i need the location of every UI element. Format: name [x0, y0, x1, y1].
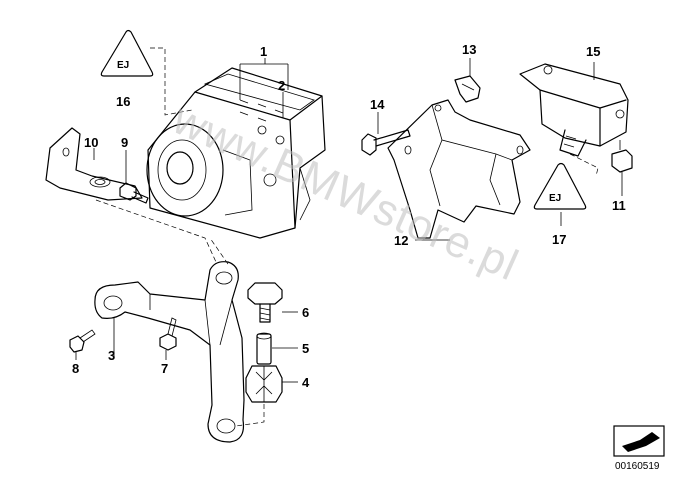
- callout-3: 3: [108, 348, 115, 363]
- screw-11: [611, 140, 633, 173]
- abs-hydraulic-unit: [146, 67, 326, 239]
- warning-symbol-16: EJ: [117, 60, 129, 71]
- callout-14: 14: [370, 97, 385, 112]
- callout-9: 9: [121, 135, 128, 150]
- callout-8: 8: [72, 361, 79, 376]
- sensor-bracket-12: [387, 99, 531, 239]
- bolt-14: [361, 129, 411, 156]
- arrow-box-icon: [613, 425, 665, 457]
- bolt-6: [247, 282, 283, 323]
- callout-2: 2: [278, 78, 285, 93]
- yaw-rate-sensor-15: [519, 63, 629, 157]
- screw-8: [69, 329, 96, 353]
- callout-11: 11: [612, 198, 626, 213]
- callout-7: 7: [161, 361, 168, 376]
- callout-5: 5: [302, 341, 309, 356]
- screw-7: [159, 317, 177, 351]
- grommet-4: [245, 365, 283, 403]
- warning-triangle-16: EJ: [100, 29, 154, 77]
- callout-15: 15: [586, 44, 600, 59]
- leader-1: [239, 58, 289, 100]
- callout-1: 1: [260, 44, 267, 59]
- watermark-text: www.BMWstore.pl: [165, 94, 526, 290]
- callout-4: 4: [302, 375, 310, 390]
- mounting-bracket-10: [45, 127, 143, 201]
- sleeve-5: [256, 332, 272, 365]
- callout-10: 10: [84, 135, 98, 150]
- warning-symbol-17: EJ: [549, 193, 561, 204]
- bracket-3: [94, 261, 245, 443]
- callout-17: 17: [552, 232, 566, 247]
- callout-16: 16: [116, 94, 130, 109]
- callout-13: 13: [462, 42, 476, 57]
- clip-13: [454, 75, 481, 103]
- document-number: 00160519: [615, 461, 660, 472]
- callout-6: 6: [302, 305, 309, 320]
- callout-12: 12: [394, 233, 408, 248]
- warning-triangle-17: EJ: [533, 162, 587, 210]
